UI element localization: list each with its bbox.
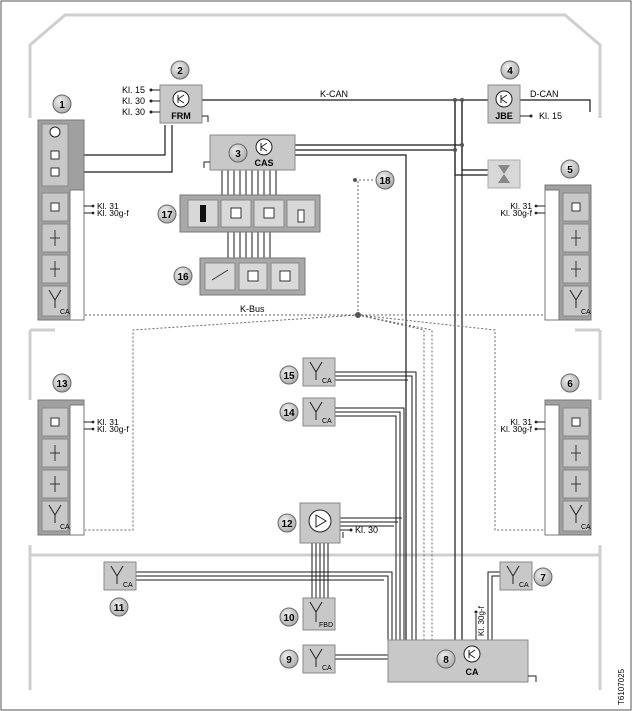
cas-label: CAS [254, 158, 273, 168]
svg-text:15: 15 [283, 371, 295, 382]
amplifier-kl30: Kl. 30 [355, 525, 378, 535]
callout-8: 8 [436, 649, 456, 669]
jbe-kl15: Kl. 15 [539, 111, 562, 121]
svg-text:8: 8 [443, 655, 449, 666]
antenna-14: CA [302, 397, 336, 427]
antenna-7: CA [499, 561, 533, 591]
svg-text:Kl. 31: Kl. 31 [510, 417, 532, 427]
svg-text:CA: CA [322, 418, 332, 425]
gateway-chevron-icon [487, 159, 521, 189]
door-module-13: CA [37, 399, 85, 536]
frm-label: FRM [171, 111, 191, 121]
svg-text:Kl. 31: Kl. 31 [97, 417, 119, 427]
callout-12: 12 [277, 513, 297, 533]
callout-2: 2 [170, 60, 190, 80]
jbe-label: JBE [495, 111, 513, 121]
svg-text:18: 18 [379, 176, 391, 187]
svg-text:1: 1 [59, 100, 65, 111]
svg-text:FBD: FBD [319, 622, 333, 629]
callouts: 1 2 3 4 5 6 7 8 9 10 11 12 13 14 15 16 1… [52, 60, 580, 669]
antenna-15: CA [302, 357, 336, 387]
svg-text:CA: CA [322, 378, 332, 385]
svg-text:Kl. 30: Kl. 30 [122, 96, 145, 106]
d-can-label: D-CAN [530, 89, 559, 99]
callout-9: 9 [279, 649, 299, 669]
door-module-6: CA [544, 399, 592, 536]
svg-text:CA: CA [581, 309, 591, 316]
ca-main-label: CA [466, 667, 479, 677]
cas-harness [221, 170, 277, 258]
callout-10: 10 [279, 607, 299, 627]
frm-module: FRM [159, 84, 209, 124]
antenna-leads [135, 371, 500, 660]
svg-text:Kl. 30g-f: Kl. 30g-f [97, 424, 129, 434]
k-bus [85, 179, 545, 640]
figure-id: T6107025 [617, 668, 626, 705]
svg-text:Kl. 15: Kl. 15 [122, 85, 145, 95]
callout-11: 11 [109, 597, 129, 617]
svg-text:5: 5 [567, 165, 573, 176]
callout-14: 14 [279, 402, 299, 422]
svg-text:Kl. 30g-f: Kl. 30g-f [500, 208, 532, 218]
k-bus-label: K-Bus [240, 304, 265, 314]
svg-text:2: 2 [177, 66, 183, 77]
callout-15: 15 [279, 365, 299, 385]
callout-6: 6 [560, 373, 580, 393]
svg-text:Kl. 30g-f: Kl. 30g-f [97, 208, 129, 218]
svg-text:7: 7 [540, 573, 546, 584]
door-module-1: CA [37, 119, 85, 321]
svg-text:6: 6 [567, 379, 573, 390]
callout-5: 5 [560, 159, 580, 179]
junction-dots [353, 98, 464, 318]
svg-text:17: 17 [161, 210, 173, 221]
svg-text:CA: CA [60, 309, 70, 316]
callout-7: 7 [533, 567, 553, 587]
svg-text:12: 12 [281, 519, 293, 530]
sensor-block-16 [199, 257, 306, 296]
callout-17: 17 [157, 204, 177, 224]
k-can-label: K-CAN [320, 89, 348, 99]
svg-text:14: 14 [283, 408, 295, 419]
svg-text:16: 16 [177, 272, 189, 283]
door-terminals: Kl. 31 Kl. 30g-f Kl. 31 Kl. 30g-f Kl. 31… [84, 201, 545, 434]
callout-4: 4 [500, 60, 520, 80]
svg-text:CA: CA [519, 582, 529, 589]
callout-13: 13 [52, 373, 72, 393]
svg-text:CA: CA [60, 524, 70, 531]
svg-text:3: 3 [235, 149, 241, 160]
callout-3: 3 [228, 143, 248, 163]
callout-18: 18 [375, 170, 395, 190]
svg-text:10: 10 [283, 613, 295, 624]
switch-block-17 [179, 194, 321, 233]
svg-text:Kl. 30: Kl. 30 [122, 107, 145, 117]
antenna-9: CA [302, 644, 336, 674]
antenna-11: CA [103, 561, 137, 591]
jbe-module: JBE Kl. 15 [487, 84, 562, 124]
svg-text:Kl. 30g-f: Kl. 30g-f [500, 424, 532, 434]
svg-text:CA: CA [322, 665, 332, 672]
ca-kl30gf: Kl. 30g-f [477, 605, 486, 636]
svg-text:Kl. 31: Kl. 31 [97, 201, 119, 211]
callout-1: 1 [52, 94, 72, 114]
callout-16: 16 [173, 266, 193, 286]
svg-text:13: 13 [56, 379, 68, 390]
frm-terminals: Kl. 15 Kl. 30 Kl. 30 [122, 85, 160, 117]
ca-module-8: CA Kl. 30g-f [387, 605, 537, 683]
svg-text:4: 4 [507, 66, 513, 77]
wiring [83, 99, 591, 640]
fbd-receiver-10: FBD [302, 597, 336, 631]
vehicle-outline [28, 13, 602, 690]
svg-text:9: 9 [286, 655, 292, 666]
amplifier-12: Kl. 30 [299, 502, 378, 544]
cas-module: CAS [203, 134, 296, 171]
svg-text:CA: CA [581, 524, 591, 531]
svg-text:11: 11 [114, 603, 125, 614]
svg-text:Kl. 31: Kl. 31 [510, 201, 532, 211]
svg-text:CA: CA [123, 582, 133, 589]
door-module-5: CA [544, 184, 592, 321]
